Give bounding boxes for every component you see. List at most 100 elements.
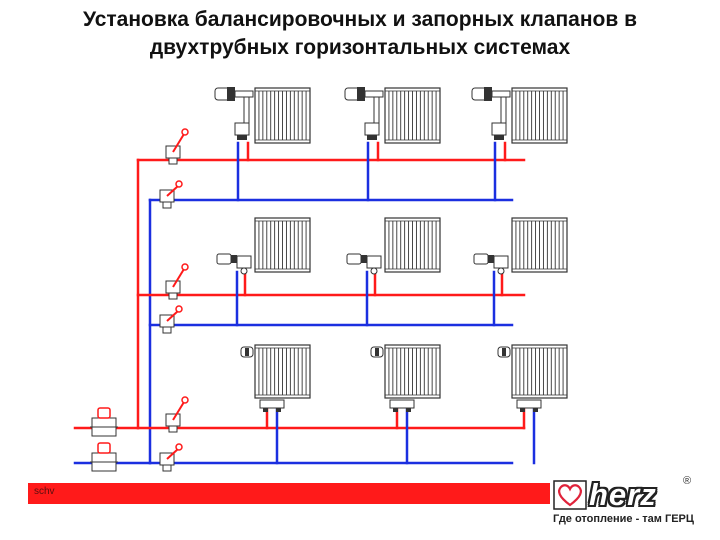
herz-logo: herz ® xyxy=(553,475,698,512)
floor-2-radiator-3-thermostatic-valve-head xyxy=(473,253,489,265)
floor-1-radiator-2-thermostatic-valve xyxy=(344,87,384,128)
floor-3-balancing-valve-handle xyxy=(181,396,189,404)
heart-logo-icon xyxy=(553,480,587,510)
floor-3-balancing-valve xyxy=(165,396,189,433)
floor-3-balancing-valve-stem xyxy=(172,401,185,421)
floor-1-radiator-1-lockshield-valve xyxy=(234,122,250,140)
slogan-text: Где отопление - там ГЕРЦ xyxy=(553,513,694,525)
floor-2-radiator-3-thermostatic-valve-knob xyxy=(488,255,494,263)
floor-2-shutoff-valve-handle xyxy=(175,305,183,313)
floor-3-radiator-3-bottom-valve-block xyxy=(516,399,542,412)
equipment-layer xyxy=(90,87,568,472)
title-line-1: Установка балансировочных и запорных кла… xyxy=(82,8,638,31)
floor-2-radiator-1-thermostatic-valve-head xyxy=(216,253,232,265)
pipe-network xyxy=(73,141,536,465)
floor-1-radiator-1-lockshield-valve-nut xyxy=(237,135,247,140)
floor-2-balancing-valve-stem xyxy=(172,268,185,288)
floor-2-shutoff-valve-union xyxy=(162,326,172,334)
floor-2-radiator-3 xyxy=(511,217,568,273)
floor-1-balancing-valve-stem xyxy=(172,133,185,153)
floor-2-radiator-2-thermostatic-valve xyxy=(346,253,382,275)
floor-2-balancing-valve-union xyxy=(168,292,178,300)
supply-inlet-valve xyxy=(90,407,118,437)
return-inlet-valve xyxy=(90,442,118,472)
floor-1-radiator-2 xyxy=(384,87,441,144)
floor-2-radiator-1-thermostatic-valve xyxy=(216,253,252,275)
floor-3-radiator-3-bottom-valve-block-port-b xyxy=(533,408,538,412)
floor-3-radiator-2-thermostatic-head xyxy=(370,346,384,358)
floor-1-radiator-1-lockshield-valve-body xyxy=(234,122,250,136)
floor-2-radiator-2 xyxy=(384,217,441,273)
floor-3-radiator-2-bottom-valve-block-body xyxy=(389,399,415,409)
supply-inlet-valve-cap xyxy=(97,407,111,419)
floor-3-shutoff-valve-stem xyxy=(166,448,179,460)
floor-2-radiator-1-thermostatic-valve-union xyxy=(240,267,248,275)
floor-3-radiator-2-thermostatic-head-knob xyxy=(375,348,379,356)
floor-3-radiator-2-bottom-valve-block xyxy=(389,399,415,412)
floor-2-radiator-1-thermostatic-valve-body xyxy=(236,255,252,269)
floor-2-radiator-3-thermostatic-valve-body xyxy=(493,255,509,269)
floor-1-shutoff-valve-union xyxy=(162,201,172,209)
floor-2-radiator-1 xyxy=(254,217,311,273)
floor-1-radiator-2-thermostatic-valve-body xyxy=(364,90,384,98)
floor-1-radiator-1-thermostatic-valve xyxy=(214,87,254,128)
floor-1-radiator-3-lockshield-valve-nut xyxy=(494,135,504,140)
floor-1-radiator-2-thermostatic-valve-knob xyxy=(357,87,365,101)
floor-2-shutoff-valve xyxy=(159,305,183,334)
floor-3-shutoff-valve-handle xyxy=(175,443,183,451)
floor-3-radiator-1 xyxy=(254,344,311,399)
floor-1-radiator-2-lockshield-valve-nut xyxy=(367,135,377,140)
floor-3-radiator-3-bottom-valve-block-body xyxy=(516,399,542,409)
floor-3-radiator-1-bottom-valve-block-port-a xyxy=(263,408,268,412)
floor-1-radiator-2-lockshield-valve-body xyxy=(364,122,380,136)
floor-1-balancing-valve-handle xyxy=(181,128,189,136)
floor-1-radiator-1-thermostatic-valve-body xyxy=(234,90,254,98)
floor-2-radiator-1-thermostatic-valve-knob xyxy=(231,255,237,263)
floor-3-radiator-1-bottom-valve-block-body xyxy=(259,399,285,409)
floor-1-radiator-3-thermostatic-valve xyxy=(471,87,511,128)
floor-3-shutoff-valve xyxy=(159,443,183,472)
floor-1-radiator-2-lockshield-valve xyxy=(364,122,380,140)
floor-1-radiator-1 xyxy=(254,87,311,144)
registered-mark: ® xyxy=(683,475,692,487)
floor-2-shutoff-valve-stem xyxy=(166,310,179,322)
floor-1-shutoff-valve-stem xyxy=(166,185,179,197)
floor-1-radiator-1-thermostatic-valve-knob xyxy=(227,87,235,101)
floor-2-radiator-3-thermostatic-valve xyxy=(473,253,509,275)
footer-bar: schv xyxy=(28,483,550,504)
floor-3-shutoff-valve-union xyxy=(162,464,172,472)
floor-2-radiator-2-thermostatic-valve-knob xyxy=(361,255,367,263)
floor-1-balancing-valve xyxy=(165,128,189,165)
floor-2-balancing-valve xyxy=(165,263,189,300)
floor-3-radiator-1-thermostatic-head-knob xyxy=(245,348,249,356)
floor-3-radiator-1-bottom-valve-block-port-b xyxy=(276,408,281,412)
floor-3-radiator-2-bottom-valve-block-port-a xyxy=(393,408,398,412)
herz-brand-text: herz xyxy=(589,477,657,512)
floor-1-radiator-3-lockshield-valve xyxy=(491,122,507,140)
floor-2-radiator-3-thermostatic-valve-union xyxy=(497,267,505,275)
floor-3-radiator-3 xyxy=(511,344,568,399)
title-line-2: двухтрубных горизонтальных системах xyxy=(149,36,571,59)
floor-3-radiator-1-bottom-valve-block xyxy=(259,399,285,412)
floor-1-balancing-valve-union xyxy=(168,157,178,165)
return-inlet-valve-cap xyxy=(97,442,111,454)
floor-3-radiator-2 xyxy=(384,344,441,399)
floor-1-shutoff-valve xyxy=(159,180,183,209)
floor-3-radiator-3-bottom-valve-block-port-a xyxy=(520,408,525,412)
page-title: Установка балансировочных и запорных кла… xyxy=(0,6,720,62)
floor-3-radiator-2-bottom-valve-block-port-b xyxy=(406,408,411,412)
floor-3-radiator-3-thermostatic-head xyxy=(497,346,511,358)
floor-2-radiator-2-thermostatic-valve-union xyxy=(370,267,378,275)
floor-1-radiator-3-thermostatic-valve-knob xyxy=(484,87,492,101)
floor-3-radiator-1-thermostatic-head xyxy=(240,346,254,358)
floor-1-radiator-3-lockshield-valve-body xyxy=(491,122,507,136)
floor-1-shutoff-valve-handle xyxy=(175,180,183,188)
floor-2-radiator-2-thermostatic-valve-head xyxy=(346,253,362,265)
floor-1-radiator-3 xyxy=(511,87,568,144)
floor-1-radiator-3-thermostatic-valve-body xyxy=(491,90,511,98)
floor-3-balancing-valve-union xyxy=(168,425,178,433)
floor-2-balancing-valve-handle xyxy=(181,263,189,271)
floor-3-radiator-3-thermostatic-head-knob xyxy=(502,348,506,356)
footer-code: schv xyxy=(34,486,55,497)
